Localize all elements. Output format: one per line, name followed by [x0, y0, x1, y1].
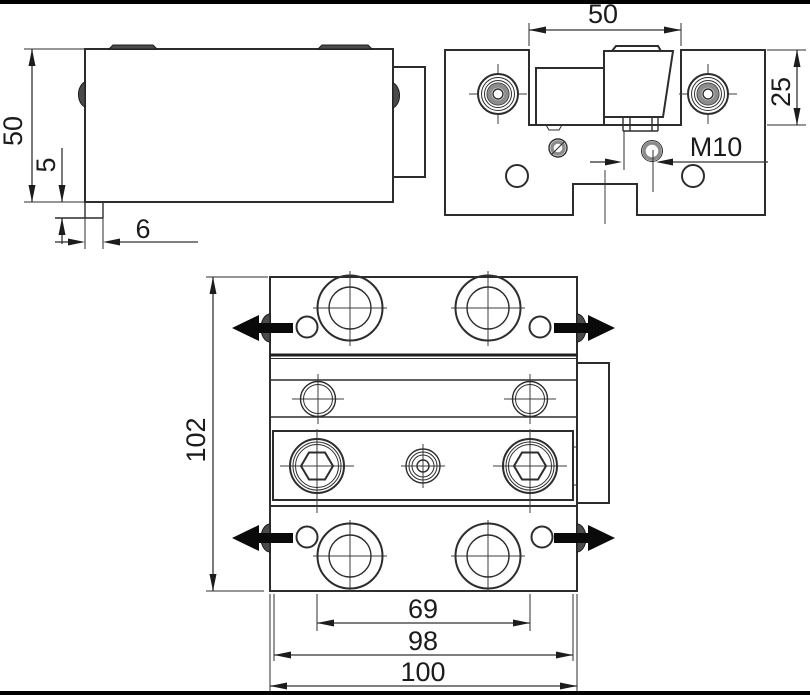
dim-label-overall-width: 100 [400, 657, 445, 687]
dim-label-slot-width: 50 [588, 0, 618, 29]
clamp-wedge [603, 50, 675, 118]
top-key-tab-left [107, 44, 159, 50]
flow-arrow-bottom-right [554, 525, 615, 551]
dim-label-foot-height: 5 [31, 157, 61, 172]
flow-arrow-top-left [232, 315, 293, 341]
clamp-foot-notch [545, 124, 563, 131]
flow-arrow-top-right [554, 315, 615, 341]
wedge-pins [622, 117, 659, 132]
side-left-pin-bump [77, 81, 86, 108]
counterbore-top-left [313, 271, 387, 346]
dimension-slot-width: 50 [528, 0, 682, 46]
dim-label-slot-depth: 25 [766, 77, 796, 107]
dimension-foot-height: 5 [31, 148, 66, 244]
dimension-side-height: 50 [0, 48, 85, 203]
dimension-port-spacing: 69 [316, 594, 531, 631]
bottom-border-bar [0, 691, 810, 695]
plan-view: 102 69 98 100 [181, 271, 615, 691]
counterbore-bottom-left [313, 520, 387, 592]
pilot-hole-bottom-left [295, 525, 319, 549]
counterbore-top-right [451, 271, 525, 346]
hex-plug-left [280, 429, 354, 513]
port-boss-right [679, 64, 737, 124]
port-boss-left [469, 64, 527, 124]
through-hole-right [681, 164, 705, 188]
side-view: 50 5 6 [0, 44, 426, 249]
rail-hole-right [504, 374, 556, 424]
dimension-overall-width: 100 [269, 594, 578, 691]
plan-side-tab [576, 362, 610, 504]
side-body-outline [84, 48, 394, 203]
counterbore-bottom-right [451, 520, 525, 592]
dim-label-body-width: 98 [408, 626, 438, 656]
pilot-hole-bottom-right [530, 525, 554, 549]
thread-hole-m10 [641, 140, 663, 162]
through-hole-left [505, 164, 529, 188]
center-thread-hole [401, 444, 445, 488]
slotted-screw [548, 138, 568, 158]
hex-plug-right [493, 429, 567, 513]
dim-label-thread: M10 [690, 132, 743, 162]
locating-foot [55, 202, 104, 219]
top-key-tab-right [316, 44, 374, 50]
dimension-body-width: 98 [273, 594, 574, 661]
dim-label-port-spacing: 69 [408, 594, 438, 624]
dim-label-side-height: 50 [0, 116, 28, 146]
top-border-bar [0, 0, 810, 4]
dimension-slot-depth: 25 [766, 49, 806, 126]
pilot-hole-top-right [528, 315, 552, 339]
flow-arrow-bottom-left [232, 525, 293, 551]
clamp-block [535, 67, 605, 126]
side-right-pin-bump [392, 82, 401, 109]
dim-label-plan-length: 102 [181, 417, 211, 462]
dimension-plan-length: 102 [181, 276, 268, 592]
pilot-hole-top-left [295, 315, 319, 339]
center-pocket-outline [272, 430, 574, 501]
end-view: M10 50 25 [444, 0, 806, 224]
side-tab-block [392, 66, 426, 178]
dim-label-foot-width: 6 [135, 214, 150, 244]
wedge-cap [609, 45, 663, 52]
leader-m10: M10 [590, 131, 768, 192]
plan-body-outline [269, 276, 578, 592]
rail-hole-left [292, 374, 344, 424]
dimension-foot-width: 6 [55, 214, 198, 249]
